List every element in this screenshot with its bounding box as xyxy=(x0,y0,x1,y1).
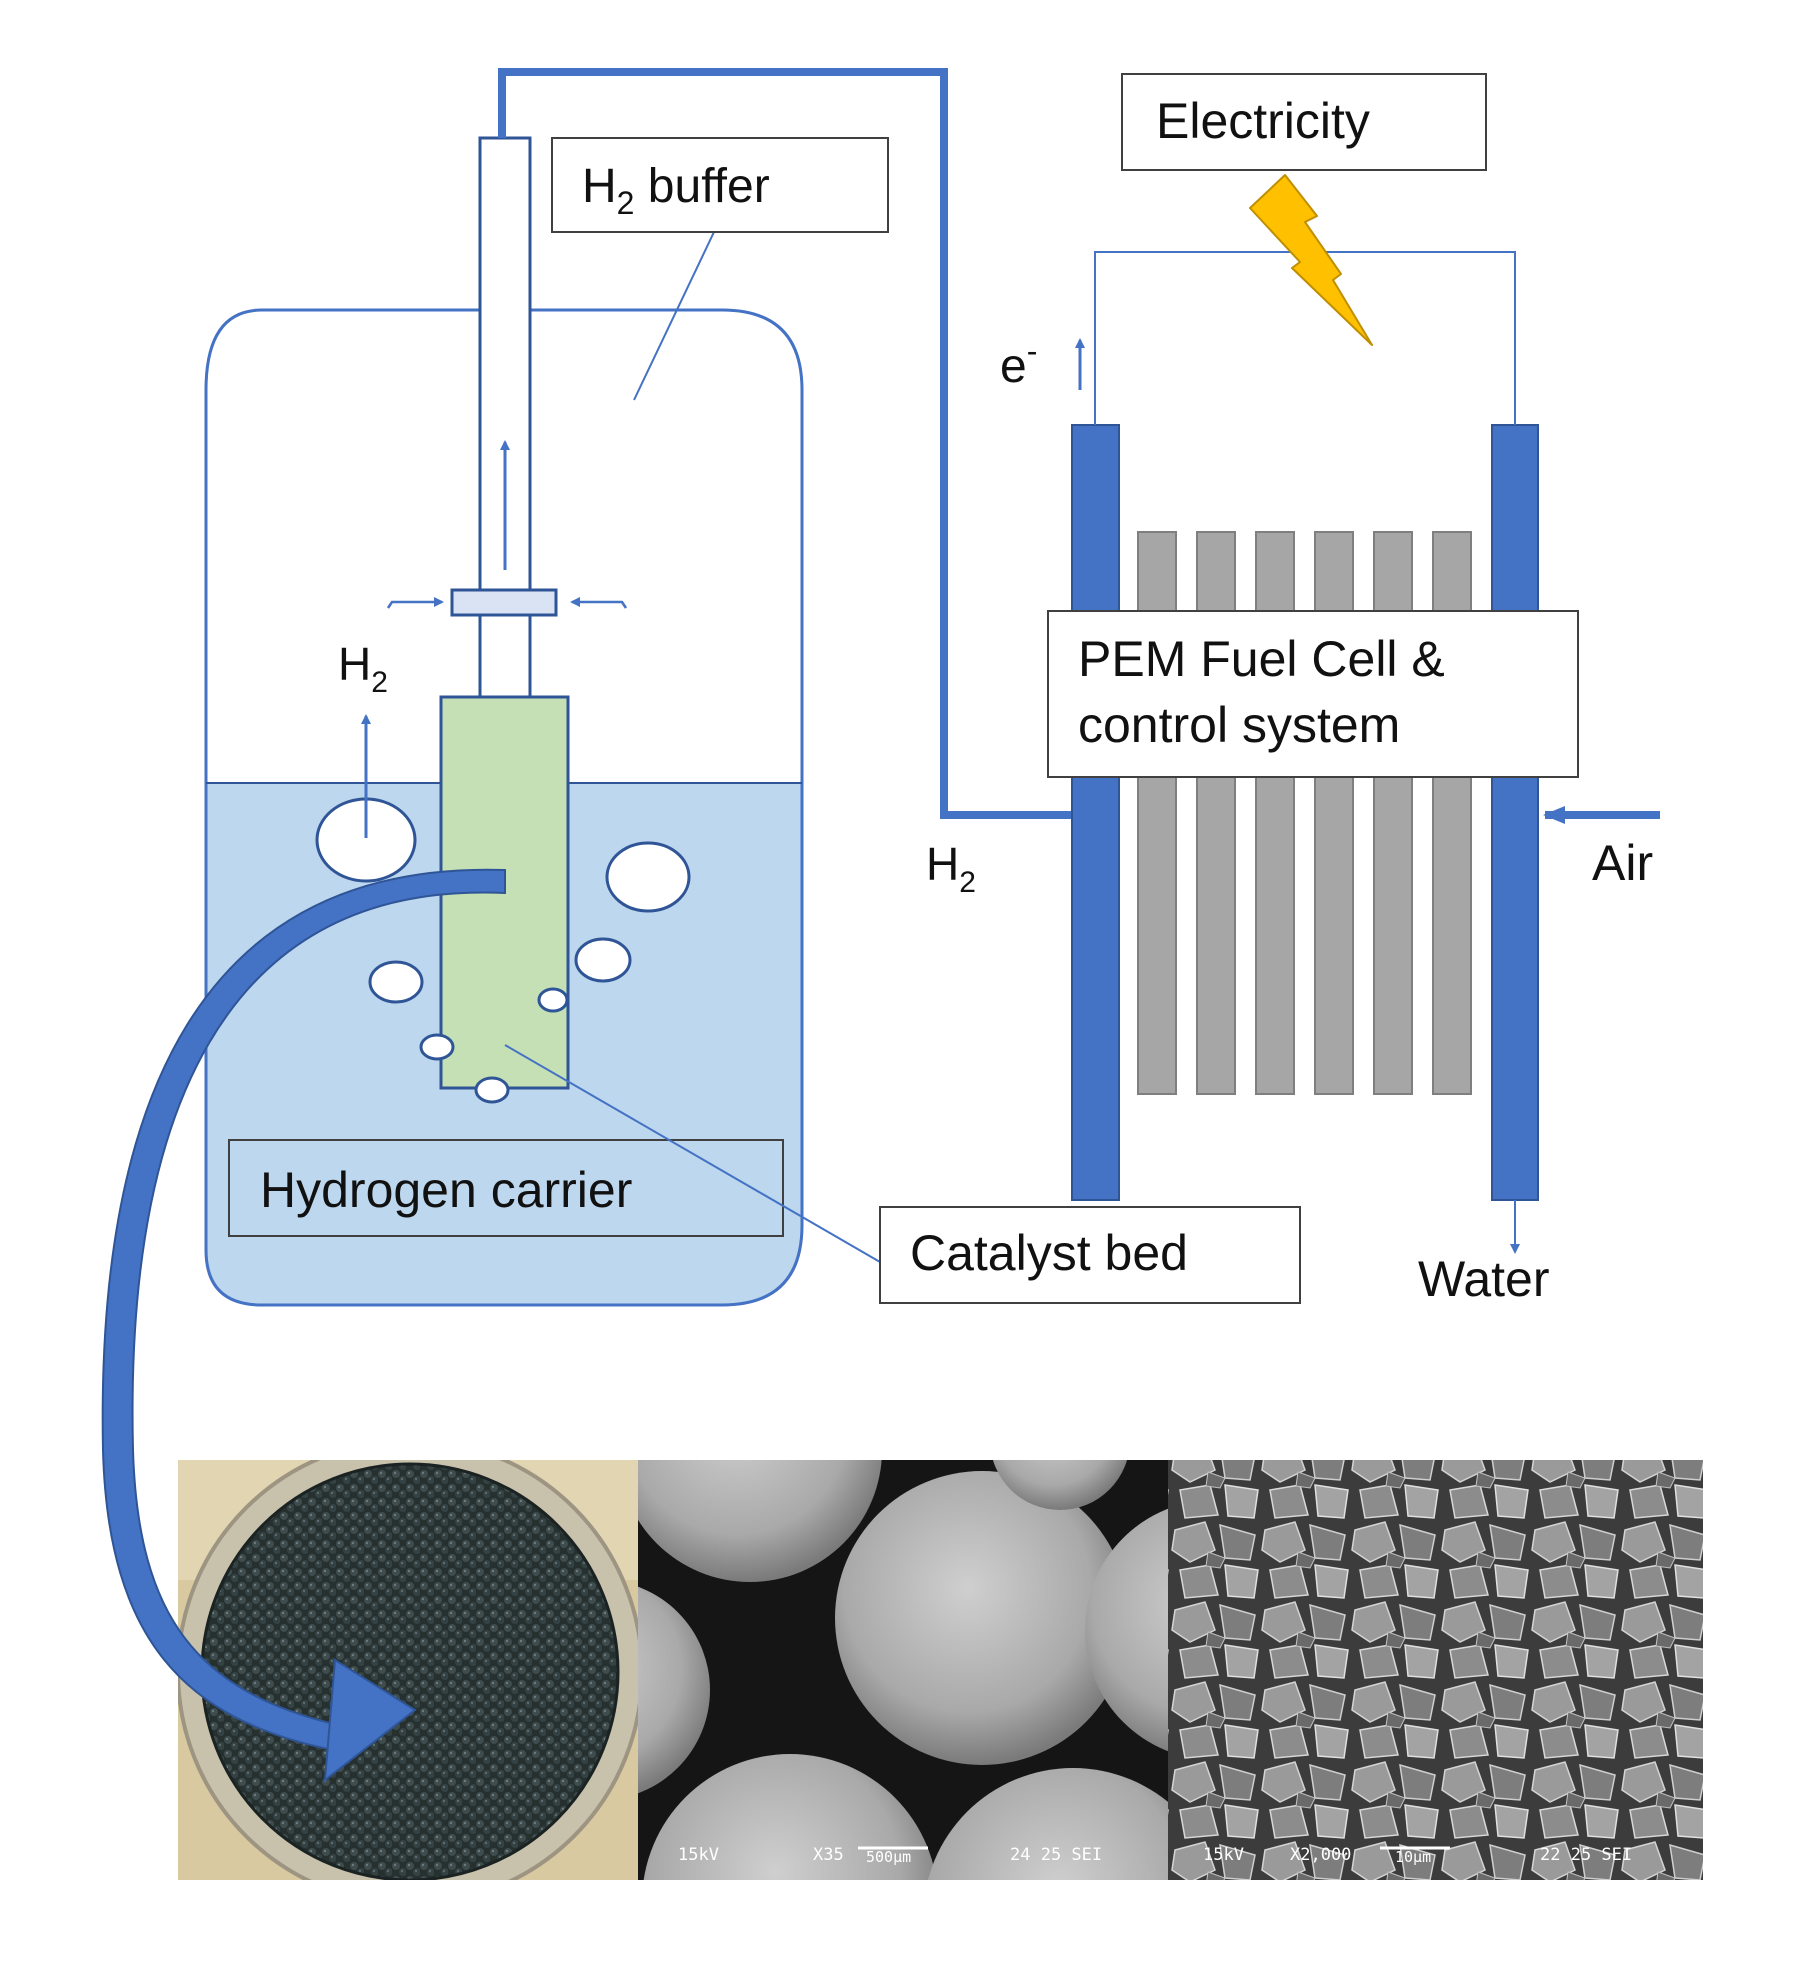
beads-photo xyxy=(178,1460,638,1880)
sem-sphere xyxy=(638,1460,882,1582)
catalyst-bed-label: Catalyst bed xyxy=(910,1225,1188,1281)
hydrogen-pipe xyxy=(498,68,1072,819)
sem-sphere xyxy=(992,1460,1128,1510)
h2-rise-label: H2 xyxy=(338,638,388,699)
fuel-cell-label-line1: PEM Fuel Cell & xyxy=(1078,631,1445,687)
sem-magnification-2: X2,000 xyxy=(1290,1845,1351,1865)
sem-sphere xyxy=(927,1768,1168,1880)
valve-ring xyxy=(450,588,558,617)
sem-voltage: 15kV xyxy=(678,1845,719,1865)
sem-crystals-photo: 15kV X2,000 10μm 22 25 SEI xyxy=(1168,1460,1703,1880)
buffer-tube-lower xyxy=(478,611,532,702)
fuel-cell-label-line2: control system xyxy=(1078,697,1400,753)
sem-sphere xyxy=(638,1586,710,1794)
lightning-bolt-icon xyxy=(1249,174,1373,346)
h2-buffer-box xyxy=(551,137,889,233)
pem-fuel-cell: PEM Fuel Cell & control system e- Electr… xyxy=(1000,73,1660,1307)
catalyst-photos: 15kV X35 500μm 24 25 SEI 15kV X2,000 10μ… xyxy=(178,1460,1703,1880)
sem-sphere xyxy=(835,1471,1129,1765)
catalyst-bed-box xyxy=(879,1206,1301,1304)
zoom-arrow-head xyxy=(323,1658,417,1783)
bubble xyxy=(574,937,632,983)
hydrogen-carrier-box xyxy=(228,1139,784,1237)
sem-magnification: X35 xyxy=(813,1845,844,1865)
sem-sphere xyxy=(1085,1508,1168,1752)
electricity-label: Electricity xyxy=(1156,93,1370,149)
sem-voltage-2: 15kV xyxy=(1203,1845,1244,1865)
sem-code-2: 22 25 SEI xyxy=(1540,1845,1632,1865)
anode-plate xyxy=(1071,424,1120,1201)
sem-spheres-photo: 15kV X35 500μm 24 25 SEI xyxy=(638,1460,1168,1880)
buffer-leader-line xyxy=(633,231,715,401)
vessel-outline xyxy=(204,308,804,1307)
h2-inlet-label: H2 xyxy=(926,838,976,899)
zoom-arrow-body xyxy=(101,868,506,1752)
valve-arrow-left xyxy=(386,597,444,609)
bubble xyxy=(605,841,691,913)
bubble xyxy=(368,960,424,1004)
air-label: Air xyxy=(1592,835,1653,891)
catalyst-beads xyxy=(202,1464,618,1880)
zoom-arrow xyxy=(101,868,506,1783)
bubble xyxy=(419,1033,455,1061)
valve-arrow-right xyxy=(570,597,628,609)
electricity-box xyxy=(1121,73,1487,171)
hydrogen-carrier-label: Hydrogen carrier xyxy=(260,1162,632,1218)
fuel-cell-label-box xyxy=(1047,610,1579,778)
sem-code: 24 25 SEI xyxy=(1010,1845,1102,1865)
sem-scale-label: 500μm xyxy=(866,1848,911,1866)
catalyst-leader-line xyxy=(504,1044,881,1263)
bubble xyxy=(474,1076,510,1104)
water-label: Water xyxy=(1418,1251,1550,1307)
cathode-plate xyxy=(1491,424,1539,1201)
sem-scale-label-2: 10μm xyxy=(1395,1848,1431,1866)
electron-label: e- xyxy=(1000,333,1037,393)
bubble xyxy=(537,987,569,1013)
h2-buffer-label: H2 buffer xyxy=(582,160,770,221)
hydrogen-bubbles xyxy=(315,797,691,1104)
